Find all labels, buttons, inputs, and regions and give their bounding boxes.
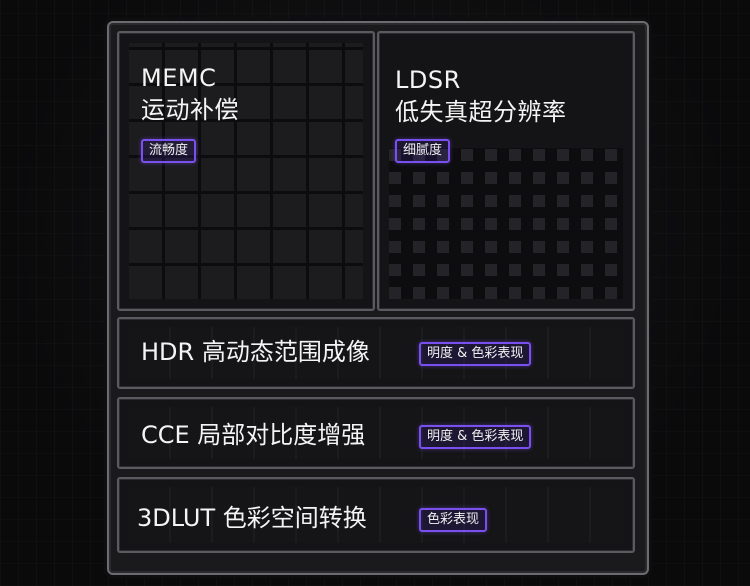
lut-block: 3DLUT 色彩空间转换 色彩表现 <box>117 477 635 553</box>
ldsr-block: LDSR 低失真超分辨率 细腻度 <box>377 31 635 311</box>
cce-badge: 明度 & 色彩表现 <box>419 425 532 449</box>
lut-title: 3DLUT 色彩空间转换 <box>137 504 367 532</box>
cce-block: CCE 局部对比度增强 明度 & 色彩表现 <box>117 397 635 469</box>
memc-badge: 流畅度 <box>141 139 197 163</box>
hdr-title: HDR 高动态范围成像 <box>141 338 370 366</box>
hdr-texture <box>129 327 623 379</box>
lut-texture <box>129 487 623 543</box>
chip-diagram: MEMC 运动补偿 流畅度 LDSR 低失真超分辨率 细腻度 HDR 高动态范围… <box>107 21 649 575</box>
ldsr-tile-pattern <box>389 148 623 299</box>
lut-badge: 色彩表现 <box>419 508 488 532</box>
ldsr-subtitle: 低失真超分辨率 <box>395 98 567 126</box>
hdr-badge: 明度 & 色彩表现 <box>419 342 532 366</box>
memc-subtitle: 运动补偿 <box>141 96 239 124</box>
hdr-block: HDR 高动态范围成像 明度 & 色彩表现 <box>117 317 635 389</box>
ldsr-title: LDSR <box>395 66 461 94</box>
memc-title: MEMC <box>141 64 217 92</box>
memc-tile-pattern <box>129 43 363 299</box>
ldsr-badge: 细腻度 <box>395 139 451 163</box>
cce-title: CCE 局部对比度增强 <box>141 421 366 449</box>
memc-block: MEMC 运动补偿 流畅度 <box>117 31 375 311</box>
cce-texture <box>129 407 623 459</box>
